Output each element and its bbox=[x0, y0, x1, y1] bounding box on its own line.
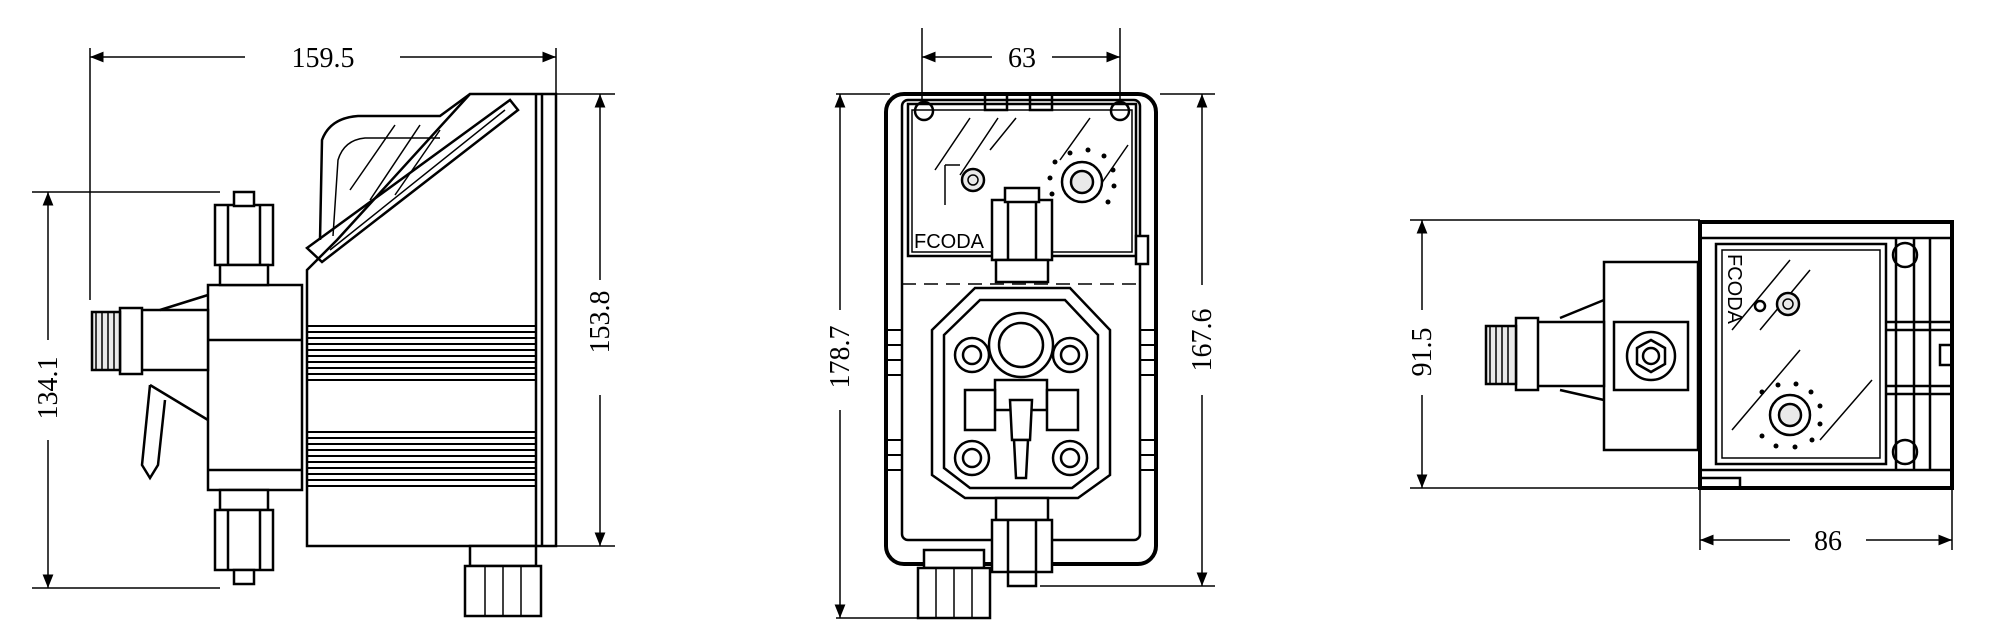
front-body-height-label: 167.6 bbox=[1187, 309, 1218, 372]
side-inlet-height-dimension: 134.1 bbox=[33, 192, 64, 588]
side-height-dimension: 153.8 bbox=[585, 94, 616, 546]
side-inlet-height-label: 134.1 bbox=[33, 357, 64, 420]
side-bands bbox=[307, 325, 536, 487]
front-view: 63 178.7 167.6 bbox=[825, 28, 1218, 620]
front-overall-height-dimension: 178.7 bbox=[825, 94, 856, 618]
top-width-label: 86 bbox=[1814, 526, 1842, 557]
side-height-label: 153.8 bbox=[585, 291, 616, 354]
top-brand-logo: FCODA bbox=[1723, 254, 1745, 325]
front-overall-height-label: 178.7 bbox=[825, 326, 856, 389]
side-width-dimension: 159.5 bbox=[90, 43, 556, 74]
front-brand-logo: FCODA bbox=[914, 231, 985, 253]
front-body-height-dimension: 167.6 bbox=[1187, 94, 1218, 586]
side-view: 159.5 134.1 153.8 bbox=[32, 43, 616, 618]
top-depth-dimension: 91.5 bbox=[1407, 220, 1438, 488]
top-view: 91.5 86 FCODA bbox=[1407, 219, 1954, 557]
front-width-dimension: 63 bbox=[922, 43, 1120, 74]
front-width-label: 63 bbox=[1008, 43, 1036, 74]
top-depth-label: 91.5 bbox=[1407, 328, 1438, 377]
side-width-label: 159.5 bbox=[292, 43, 355, 74]
top-width-dimension: 86 bbox=[1700, 526, 1952, 557]
